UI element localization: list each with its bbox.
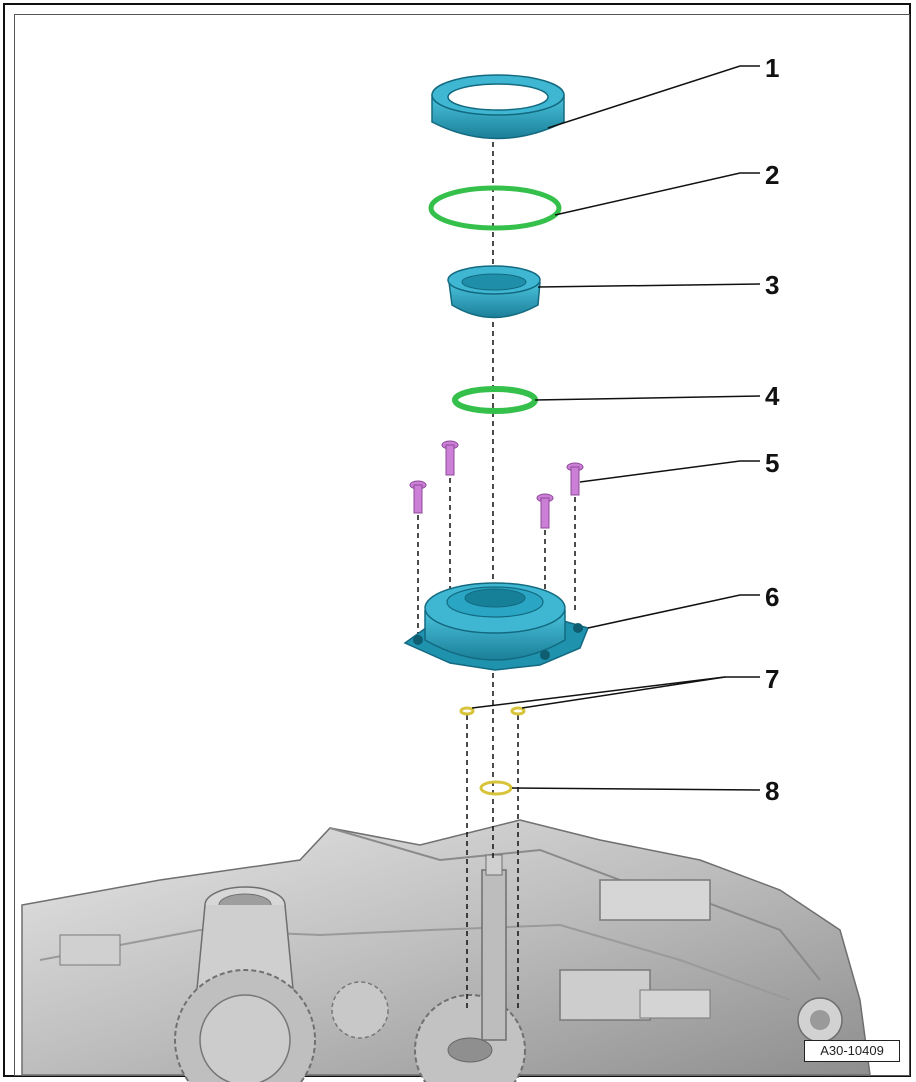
part-6-flange-housing (403, 582, 590, 671)
callout-2: 2 (765, 160, 779, 190)
part-2-o-ring (428, 185, 562, 231)
bolt (566, 462, 584, 496)
assembly-lines (417, 142, 576, 1010)
callout-6: 6 (765, 582, 779, 612)
callout-4: 4 (765, 381, 780, 411)
callout-3: 3 (765, 270, 779, 300)
callout-labels: 1 2 3 4 5 6 7 8 (765, 53, 780, 806)
figure-reference-code: A30-10409 (804, 1040, 900, 1062)
part-7-small-rings (459, 706, 526, 716)
bolt (536, 493, 554, 529)
transmission-housing (21, 819, 871, 1082)
bolt (409, 480, 427, 514)
callout-5: 5 (765, 448, 779, 478)
part-1-sleeve (431, 74, 565, 140)
callout-7: 7 (765, 664, 779, 694)
leader-lines (471, 65, 761, 791)
bolt (441, 440, 459, 476)
part-3-bushing (447, 265, 541, 319)
part-5-bolts (409, 440, 584, 529)
part-8-o-ring (479, 780, 513, 796)
callout-8: 8 (765, 776, 779, 806)
callout-1: 1 (765, 53, 779, 83)
part-4-seal-ring (452, 386, 538, 414)
